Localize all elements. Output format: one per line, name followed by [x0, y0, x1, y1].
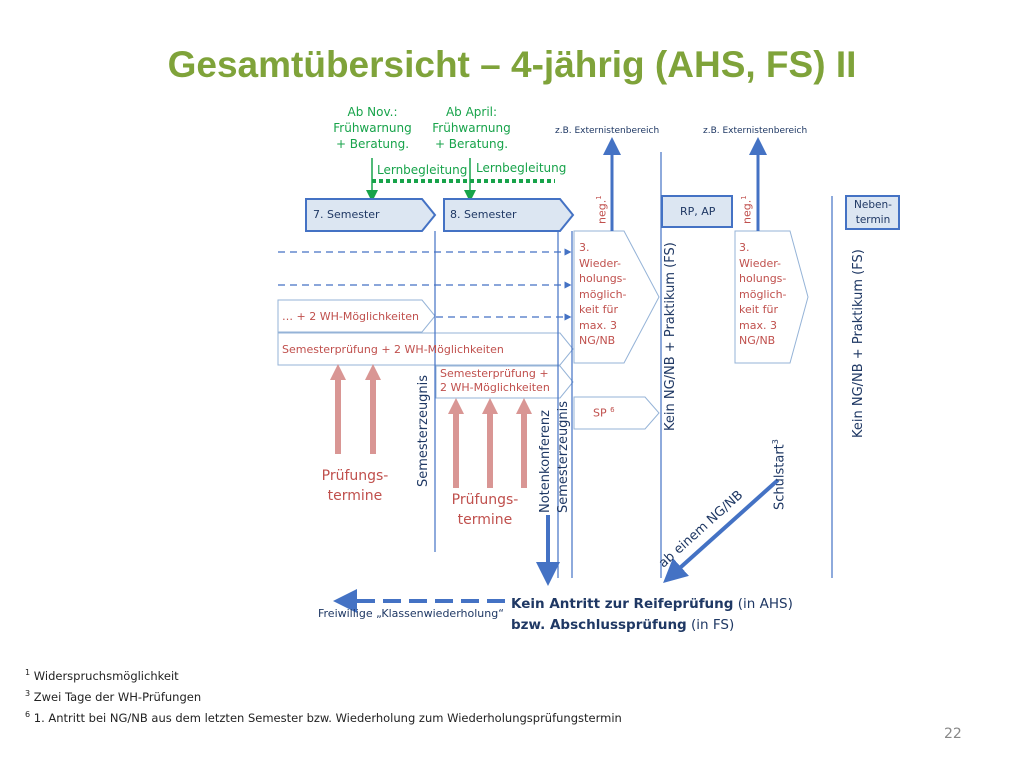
page-title: Gesamtübersicht – 4-jährig (AHS, FS) II — [167, 44, 857, 85]
wh-moeglichkeiten-label: … + 2 WH-Möglichkeiten — [282, 310, 420, 323]
neg-label-2: neg.1 — [740, 195, 754, 224]
footnote-3: 3 Zwei Tage der WH-Prüfungen — [25, 688, 202, 704]
externistenbereich-1: z.B. Externistenbereich — [555, 126, 660, 136]
semesterzeugnis-1: Semesterzeugnis — [416, 374, 431, 487]
footnotes: 1 Widerspruchsmöglichkeit 3 Zwei Tage de… — [25, 664, 622, 726]
wiederholung-1-box — [573, 230, 660, 364]
neg-label-1: neg.1 — [595, 195, 609, 224]
kein-ng-label-1: Kein NG/NB + Praktikum (FS) — [663, 242, 678, 431]
kein-antritt: Kein Antritt zur Reifeprüfung (in AHS) b… — [511, 596, 793, 633]
sem7-box — [305, 198, 437, 232]
footnote-1: 1 Widerspruchsmöglichkeit — [25, 668, 179, 683]
wh-moeglichkeiten-box — [277, 299, 436, 333]
footnote-6: 6 1. Antritt bei NG/NB aus dem letzten S… — [25, 709, 622, 725]
semesterpruefung-2-box — [435, 365, 574, 399]
semesterpruefung-1-label: Semesterprüfung + 2 WH-Möglichkeiten — [282, 343, 504, 356]
wiederholung-2-box — [734, 230, 809, 364]
lernbegleitung-2: Lernbegleitung — [476, 161, 567, 175]
fruehwarnung-nov: Ab Nov.:Frühwarnung+ Beratung. — [333, 105, 412, 151]
nebentermin-box — [845, 195, 900, 230]
fruehwarnung-april: Ab April:Frühwarnung+ Beratung. — [432, 105, 511, 151]
schulstart-label: Schulstart3 — [771, 439, 788, 510]
nebentermin-label: Neben-termin — [854, 199, 892, 226]
lernbegleitung-1: Lernbegleitung — [377, 163, 468, 177]
rp-ap-label: RP, AP — [680, 205, 716, 218]
sp-box — [573, 396, 660, 430]
pruefungstermine-2: Prüfungs-termine — [451, 492, 519, 528]
semesterzeugnis-2: Semesterzeugnis — [556, 400, 571, 513]
sem7-label: 7. Semester — [313, 208, 380, 221]
page-number: 22 — [944, 726, 962, 742]
sem8-label: 8. Semester — [450, 208, 517, 221]
semesterpruefung-1-box — [277, 332, 574, 366]
notenkonferenz: Notenkonferenz — [538, 410, 553, 513]
sp-label: SP 6 — [593, 406, 615, 420]
rp-ap-box — [661, 195, 733, 228]
kein-ng-label-2: Kein NG/NB + Praktikum (FS) — [851, 249, 866, 438]
pruefungs-arrows-1 — [330, 364, 381, 454]
pruefungstermine-1: Prüfungs-termine — [321, 468, 389, 504]
semesterpruefung-2-label: Semesterprüfung +2 WH-Möglichkeiten — [440, 367, 550, 394]
ab-einem-arrow — [663, 478, 780, 584]
externistenbereich-2: z.B. Externistenbereich — [703, 126, 808, 136]
pruefungs-arrows-2 — [448, 398, 532, 488]
freiwillige-klassenwiederholung: Freiwillige „Klassenwiederholung“ — [318, 607, 504, 620]
sem8-box — [443, 198, 575, 232]
